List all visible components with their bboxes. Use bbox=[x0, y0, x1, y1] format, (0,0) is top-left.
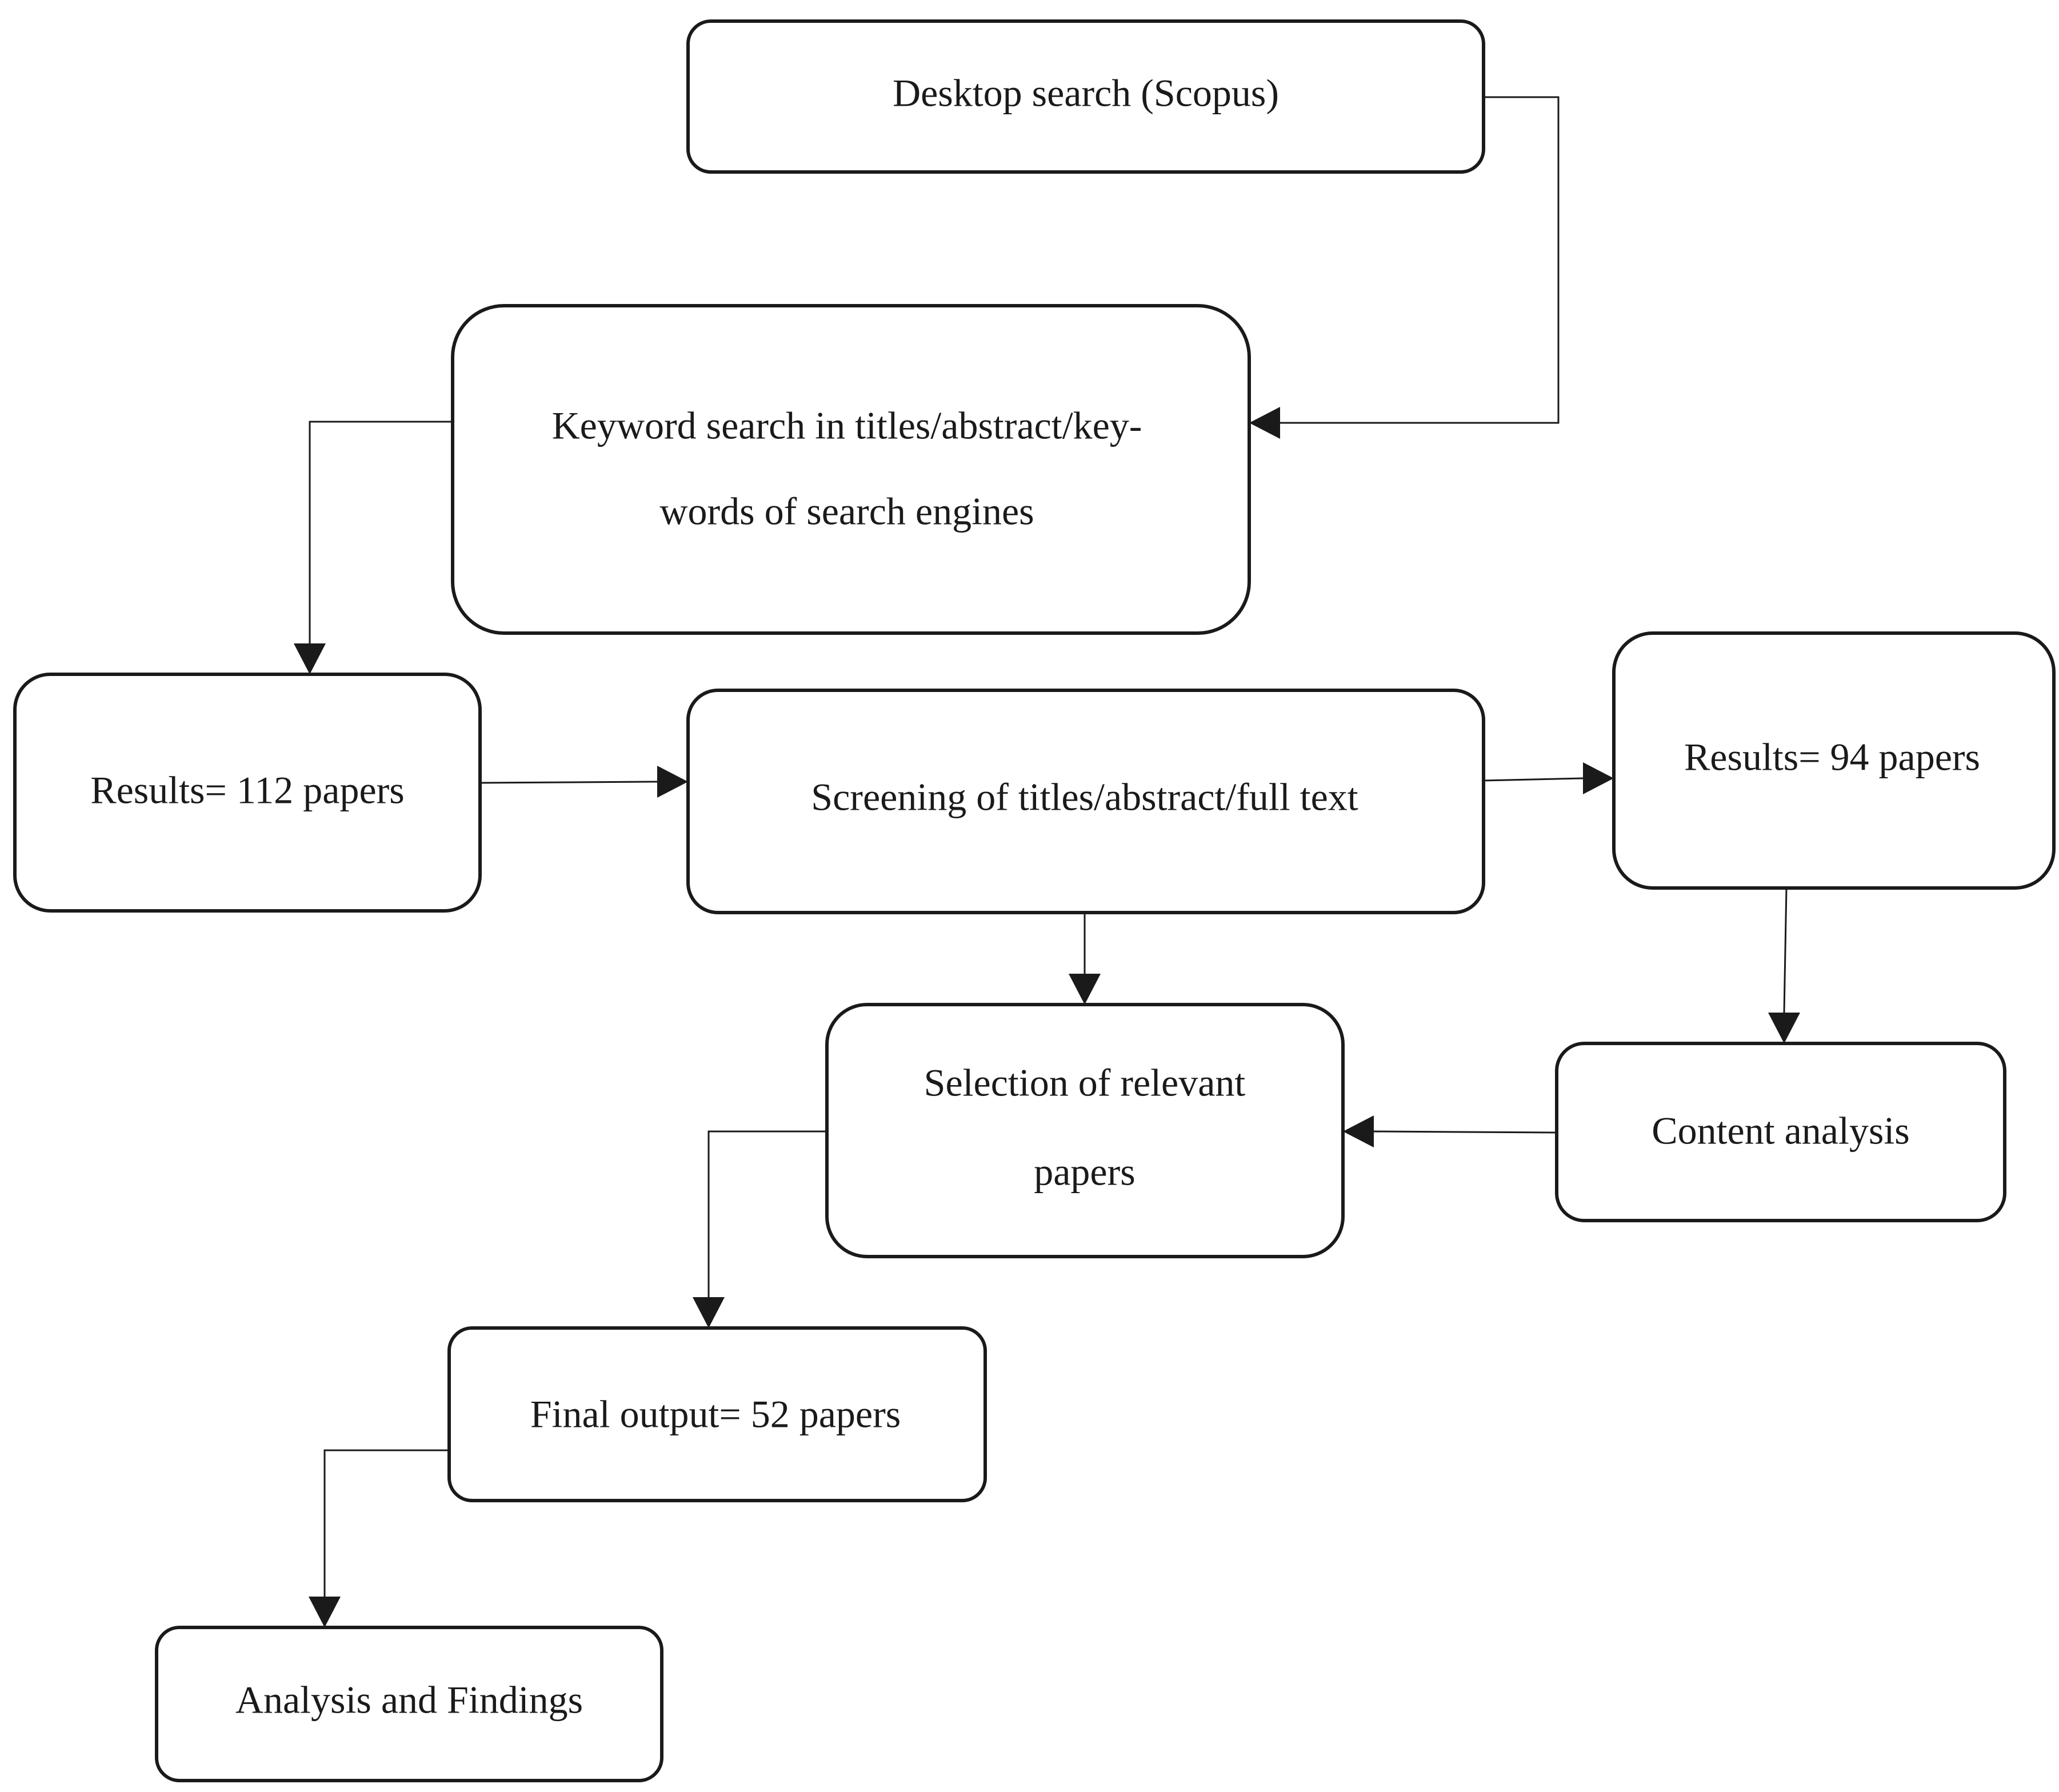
arrowhead-icon bbox=[1583, 762, 1614, 794]
node-desktop-search-label: Desktop search (Scopus) bbox=[893, 71, 1279, 115]
node-results-94: Results= 94 papers bbox=[1612, 631, 2056, 890]
node-keyword-search: Keyword search in titles/abstract/key- w… bbox=[451, 304, 1251, 635]
arrowhead-icon bbox=[1069, 974, 1101, 1005]
node-analysis-findings-label: Analysis and Findings bbox=[235, 1678, 583, 1722]
node-screening-label: Screening of titles/abstract/full text bbox=[811, 775, 1358, 819]
arrowhead-icon bbox=[1249, 407, 1280, 439]
node-keyword-search-label-line-2: words of search engines bbox=[659, 490, 1034, 533]
edge-results-112-to-screening bbox=[479, 766, 688, 798]
node-final-output-label: Final output= 52 papers bbox=[530, 1393, 901, 1436]
arrowhead-icon bbox=[1343, 1115, 1374, 1147]
node-content-analysis-label: Content analysis bbox=[1652, 1109, 1909, 1153]
node-selection-label-line-1: Selection of relevant bbox=[924, 1061, 1246, 1105]
edge-final-output-to-analysis-findings bbox=[309, 1449, 449, 1627]
arrowhead-icon bbox=[294, 643, 326, 674]
node-selection-label-line-2: papers bbox=[1034, 1150, 1135, 1194]
edge-screening-to-selection bbox=[1069, 913, 1101, 1005]
connectors bbox=[294, 96, 1800, 1627]
edge-results-94-to-content-analysis bbox=[1768, 887, 1800, 1043]
node-final-output: Final output= 52 papers bbox=[447, 1326, 987, 1502]
node-screening: Screening of titles/abstract/full text bbox=[686, 689, 1485, 914]
node-selection: Selection of relevant papers bbox=[825, 1003, 1345, 1258]
node-analysis-findings: Analysis and Findings bbox=[155, 1626, 663, 1782]
arrowhead-icon bbox=[309, 1597, 341, 1627]
arrowhead-icon bbox=[657, 766, 688, 798]
node-results-112-label: Results= 112 papers bbox=[90, 769, 405, 812]
edge-content-analysis-to-selection bbox=[1343, 1115, 1557, 1147]
node-results-94-label: Results= 94 papers bbox=[1684, 735, 1980, 779]
arrowhead-icon bbox=[693, 1297, 725, 1328]
arrowhead-icon bbox=[1768, 1013, 1800, 1043]
node-keyword-search-label-line-1: Keyword search in titles/abstract/key- bbox=[552, 404, 1142, 447]
edge-screening-to-results-94 bbox=[1483, 762, 1614, 794]
edge-desktop-search-to-keyword-search bbox=[1249, 96, 1560, 439]
edge-keyword-search-to-results-112 bbox=[294, 421, 453, 674]
edge-selection-to-final-output bbox=[693, 1130, 827, 1328]
node-results-112: Results= 112 papers bbox=[13, 673, 482, 913]
node-content-analysis: Content analysis bbox=[1555, 1042, 2006, 1222]
node-desktop-search: Desktop search (Scopus) bbox=[686, 19, 1485, 174]
